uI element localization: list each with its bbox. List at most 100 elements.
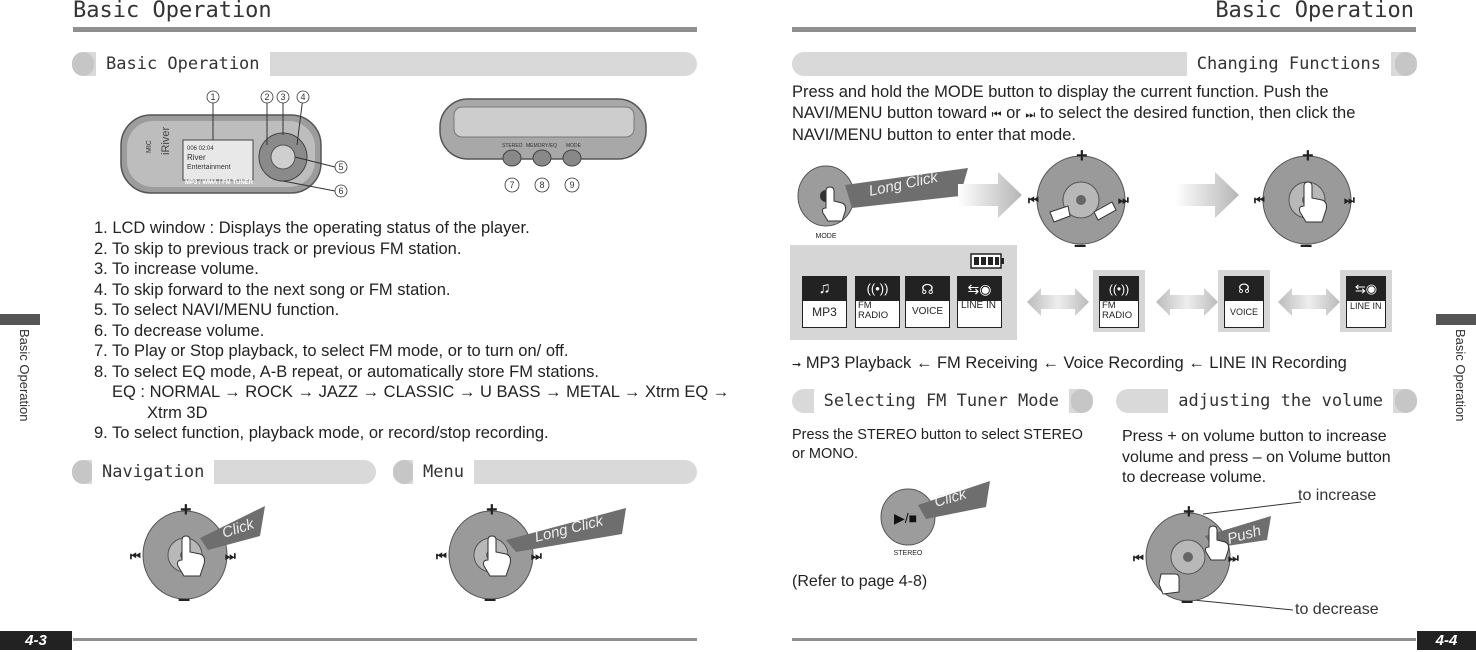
fm-text-line-1: Press the STEREO button to select STEREO — [792, 427, 1083, 443]
hand-pointer-icon — [177, 535, 205, 577]
vol-text-line-1: Press + on volume button to increase — [1122, 428, 1387, 445]
svg-text:⏮: ⏮ — [1133, 551, 1144, 565]
volume-text: Press + on volume button to increase vol… — [1122, 427, 1391, 489]
svg-text:+: + — [1183, 501, 1195, 523]
mode-button-illustration: Long Click MODE — [797, 165, 968, 240]
eq-line-1: EQ : NORMAL → ROCK → JAZZ → CLASSIC → U … — [112, 383, 730, 401]
battery-icon — [970, 253, 1004, 269]
next-icon: ⏭ — [1025, 108, 1036, 121]
left-page-number: 4-3 — [0, 631, 72, 650]
hand-pointer-icon — [483, 535, 511, 577]
to-increase-label: to increase — [1298, 487, 1377, 504]
basic-operation-list: 1. LCD window : Displays the operating s… — [94, 218, 729, 444]
section-volume-label: adjusting the volume — [1168, 389, 1393, 413]
para-line-1: Press and hold the MODE button to displa… — [792, 83, 1329, 101]
svg-text:⏮: ⏮ — [436, 549, 447, 563]
section-basic-label: Basic Operation — [96, 52, 270, 76]
vol-text-line-3: to decrease volume. — [1122, 469, 1267, 486]
top-label-stereo: STEREO — [502, 143, 523, 149]
double-arrow-icon — [1156, 288, 1218, 316]
list-item-6: 6. To decrease volume. — [94, 321, 265, 340]
right-page-number: 4-4 — [1417, 631, 1476, 650]
device-footer: MP3 / WMA / FM TUNER — [185, 180, 254, 186]
top-label-mode: MODE — [566, 143, 582, 149]
callout-5: 5 — [338, 162, 343, 172]
sequence-text: MP3 Playback ← FM Receiving ← Voice Reco… — [805, 354, 1347, 372]
section-menu-label: Menu — [413, 460, 474, 484]
left-side-tab — [0, 314, 40, 325]
function-voice: ☊ VOICE — [905, 276, 950, 328]
svg-text:–: – — [1181, 588, 1193, 612]
svg-text:–: – — [178, 586, 190, 610]
refer-text: (Refer to page 4-8) — [792, 573, 928, 590]
function-mp3: ♫ MP3 — [802, 276, 847, 328]
voice-icon: ☊ — [906, 277, 949, 301]
svg-text:+: + — [1076, 146, 1088, 167]
arrow-right-icon — [1175, 172, 1239, 218]
svg-text:▶/■: ▶/■ — [894, 510, 917, 526]
right-side-tab — [1436, 314, 1476, 325]
svg-text:⏭: ⏭ — [1344, 193, 1355, 207]
section-volume: adjusting the volume — [1116, 389, 1417, 413]
device-line2: River — [187, 153, 206, 162]
section-fm-tuner: Selecting FM Tuner Mode — [792, 389, 1093, 413]
svg-text:⏭: ⏭ — [1118, 193, 1129, 207]
to-decrease-label: to decrease — [1295, 601, 1379, 618]
callout-9: 9 — [569, 180, 574, 190]
changing-paragraph: Press and hold the MODE button to displa… — [792, 82, 1355, 146]
para-line-2a: NAVI/MENU button toward — [792, 103, 988, 122]
callout-1: 1 — [210, 92, 215, 102]
svg-text:⏮: ⏮ — [130, 549, 141, 563]
callout-3: 3 — [280, 92, 285, 102]
svg-text:⏭: ⏭ — [225, 549, 236, 563]
line-in-icon: ⇆◉ — [1347, 277, 1385, 301]
list-item-9: 9. To select function, playback mode, or… — [94, 424, 549, 442]
double-arrow-icon — [1278, 288, 1340, 316]
list-item-7: 7. To Play or Stop playback, to select F… — [94, 342, 569, 360]
right-page-title: Basic Operation — [1215, 0, 1414, 23]
section-basic-operation: Basic Operation — [72, 52, 697, 76]
big-voice-label: VOICE — [1229, 307, 1258, 317]
navi-dial-push-illustration: + – ⏮ ⏭ — [1028, 146, 1129, 254]
player-top-illustration: STEREO MEMORY/EQ MODE 7 8 9 — [439, 98, 647, 193]
list-item-3: 3. To increase volume. — [94, 260, 259, 278]
push-label: Push — [1225, 522, 1263, 548]
list-item-2: 2. To skip to previous track or previous… — [94, 239, 462, 258]
section-navigation-label: Navigation — [92, 460, 215, 484]
function-fm-label: FM RADIO — [858, 300, 889, 321]
device-brand: iRiver — [160, 127, 172, 155]
device-line1: 006 02:04 — [187, 146, 214, 152]
device-mic: MIC — [146, 140, 153, 153]
navi-dial-click-illustration: + – ⏮ ⏭ — [1254, 146, 1355, 254]
line-in-icon: ⇆◉ — [958, 277, 1001, 301]
callout-7: 7 — [509, 180, 514, 190]
menu-dial-illustration: + – ⏮ ⏭ Long Click — [436, 499, 626, 610]
device-line3: Entertainment — [187, 164, 231, 171]
player-front-illustration: 006 02:04 River Entertainment MP3 / WMA … — [120, 90, 348, 198]
music-note-icon: ♫ — [803, 277, 846, 301]
mode-label: MODE — [816, 233, 837, 240]
right-footer-rule — [792, 638, 1416, 641]
section-navigation: Navigation — [72, 460, 376, 484]
function-mp3-label: MP3 — [812, 305, 837, 319]
volume-dial-illustration: + – ⏮ ⏭ Push — [1133, 501, 1302, 612]
svg-text:–: – — [484, 586, 496, 610]
big-fm-icon: ((•)) FM RADIO — [1093, 270, 1145, 332]
stereo-label: STEREO — [894, 550, 923, 557]
function-linein: ⇆◉ LINE IN — [957, 276, 1002, 328]
left-page-title: Basic Operation — [73, 0, 272, 23]
list-item-1: 1. LCD window : Displays the operating s… — [94, 219, 530, 237]
radio-tower-icon: ((•)) — [856, 277, 899, 301]
stereo-button-illustration: ▶/■ Click STEREO — [880, 481, 990, 557]
section-changing-label: Changing Functions — [1186, 52, 1391, 76]
left-footer-rule — [73, 638, 697, 641]
big-linein-label: LINE IN — [1350, 301, 1382, 311]
callout-6: 6 — [338, 186, 343, 196]
section-menu: Menu — [393, 460, 697, 484]
section-changing-functions: Changing Functions — [792, 52, 1417, 76]
top-label-memory: MEMORY/EQ — [526, 143, 557, 149]
double-arrow-icon — [1027, 288, 1089, 316]
svg-text:⏭: ⏭ — [1228, 551, 1239, 565]
list-item-4: 4. To skip forward to the next song or F… — [94, 280, 451, 299]
svg-text:⏮: ⏮ — [1028, 193, 1039, 207]
